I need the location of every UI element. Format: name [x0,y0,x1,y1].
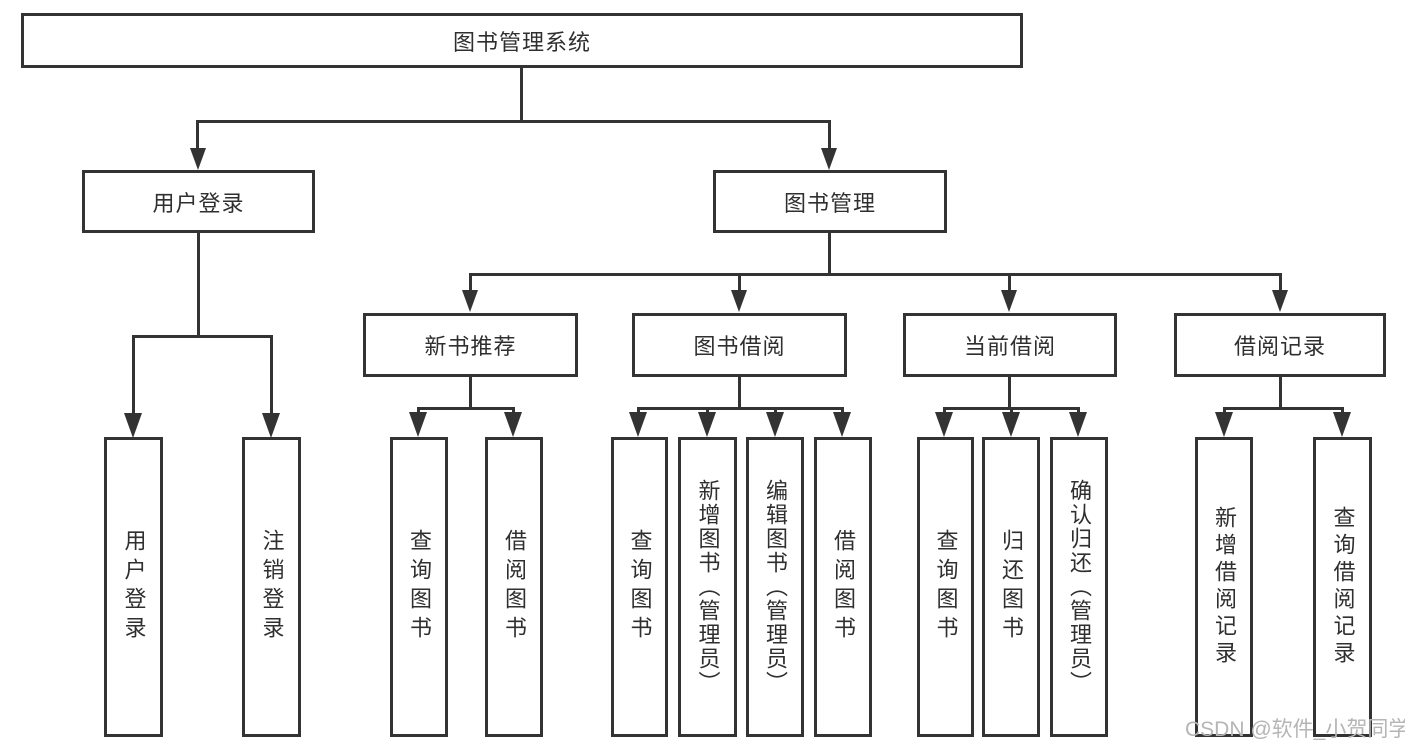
connector-leaf-stem [943,407,946,415]
connector-to-new-book-recommend [469,273,472,292]
connector-leaf-stem [1010,407,1013,415]
connector-to-current-borrowing [1008,273,1011,292]
arrow-down-leaf [698,412,716,437]
leaf-add-borrow-record: 新增借阅记录 [1195,437,1253,737]
connector-root-stub [520,68,523,120]
connector-leaf-stem [637,407,640,415]
node-current-borrowing: 当前借阅 [903,313,1117,377]
node-book-management-label: 图书管理 [783,190,876,216]
leaf-confirm-return-admin: 确认归还（管理员） [1050,437,1108,737]
node-user-login-label: 用户登录 [152,190,245,216]
leaf-logout: 注销登录 [242,437,301,737]
node-root-label: 图书管理系统 [452,29,591,55]
connector-records-horizontal [1224,407,1343,410]
arrow-down-leaf [1333,412,1351,437]
connector-new-book-recommend-stub [469,377,472,407]
leaf-query-book-borrowing: 查询图书 [611,437,668,737]
connector-to-leaf-user-login [132,335,135,415]
connector-to-user-login [196,120,199,150]
leaf-borrow-book-borrowing: 借阅图书 [814,437,872,737]
arrow-down-user-login [190,148,206,170]
leaf-query-book-recommend: 查询图书 [390,437,448,737]
connector-leaf-stem [417,407,420,415]
leaf-query-book-current: 查询图书 [917,437,974,737]
arrow-down-book-borrowing [731,290,747,312]
connector-leaf-stem [706,407,709,415]
leaf-query-book-recommend-label: 查询图书 [407,529,432,645]
leaf-add-book-admin-label: 新增图书（管理员） [695,479,721,695]
connector-to-leaf-logout [270,335,273,415]
connector-to-borrowing-records [1279,273,1282,292]
arrow-down-leaf [409,412,427,437]
leaf-add-borrow-record-label: 新增借阅记录 [1212,506,1237,668]
connector-book-management-stub [828,233,831,273]
node-borrowing-records: 借阅记录 [1174,313,1386,377]
leaf-edit-book-admin-label: 编辑图书（管理员） [763,479,788,695]
connector-level1-horizontal [197,120,831,123]
arrow-down-leaf-logout [262,413,280,438]
connector-level2-horizontal [469,273,1281,276]
leaf-user-login-label: 用户登录 [121,529,147,645]
leaf-edit-book-admin: 编辑图书（管理员） [746,437,804,737]
leaf-query-book-current-label: 查询图书 [933,529,959,645]
arrow-down-leaf [1002,412,1020,437]
arrow-down-book-management [821,148,837,170]
connector-leaf-stem [1341,407,1344,415]
arrow-down-borrowing-records [1272,290,1288,312]
node-root: 图书管理系统 [21,13,1023,68]
leaf-borrow-book-borrowing-label: 借阅图书 [831,529,856,645]
connector-leaf-stem [841,407,844,415]
connector-book-borrowing-stub [738,377,741,407]
connector-current-borrowing-stub [1008,377,1011,407]
node-current-borrowing-label: 当前借阅 [963,334,1056,359]
leaf-borrow-book-recommend-label: 借阅图书 [502,529,527,645]
leaf-query-book-borrowing-label: 查询图书 [627,529,653,645]
connector-borrowing-horizontal [637,407,843,410]
leaf-query-borrow-record: 查询借阅记录 [1313,437,1372,737]
leaf-add-book-admin: 新增图书（管理员） [678,437,737,737]
leaf-return-book-label: 归还图书 [999,529,1024,645]
node-new-book-recommend-label: 新书推荐 [424,334,517,359]
connector-leaf-stem [512,407,515,415]
arrow-down-new-book-recommend [462,290,478,312]
arrow-down-leaf [1069,412,1087,437]
connector-recommend-horizontal [417,407,514,410]
connector-leaf-stem [1223,407,1226,415]
node-user-login: 用户登录 [82,170,315,233]
arrow-down-leaf-user-login [124,413,142,438]
connector-to-book-management [828,120,831,150]
node-book-borrowing: 图书借阅 [632,313,847,377]
leaf-confirm-return-admin-label: 确认归还（管理员） [1067,479,1092,695]
connector-user-login-stub [197,233,200,335]
arrow-down-leaf [504,412,522,437]
arrow-down-leaf [629,412,647,437]
node-new-book-recommend: 新书推荐 [363,313,578,377]
csdn-watermark: CSDN @软件_小贺同学 [1185,718,1405,741]
node-book-borrowing-label: 图书借阅 [693,334,786,359]
arrow-down-leaf [935,412,953,437]
arrow-down-leaf [833,412,851,437]
arrow-down-leaf [1215,412,1233,437]
connector-to-book-borrowing [738,273,741,292]
node-book-management: 图书管理 [713,170,947,233]
connector-leaf-stem [1077,407,1080,415]
node-borrowing-records-label: 借阅记录 [1233,334,1326,359]
arrow-down-leaf [766,412,784,437]
leaf-logout-label: 注销登录 [259,529,285,645]
leaf-borrow-book-recommend: 借阅图书 [485,437,543,737]
arrow-down-current-borrowing [1001,290,1017,312]
connector-user-login-horizontal [132,335,272,338]
leaf-return-book: 归还图书 [982,437,1040,737]
leaf-user-login: 用户登录 [104,437,163,737]
leaf-query-borrow-record-label: 查询借阅记录 [1330,506,1356,668]
connector-borrowing-records-stub [1279,377,1282,407]
connector-leaf-stem [774,407,777,415]
